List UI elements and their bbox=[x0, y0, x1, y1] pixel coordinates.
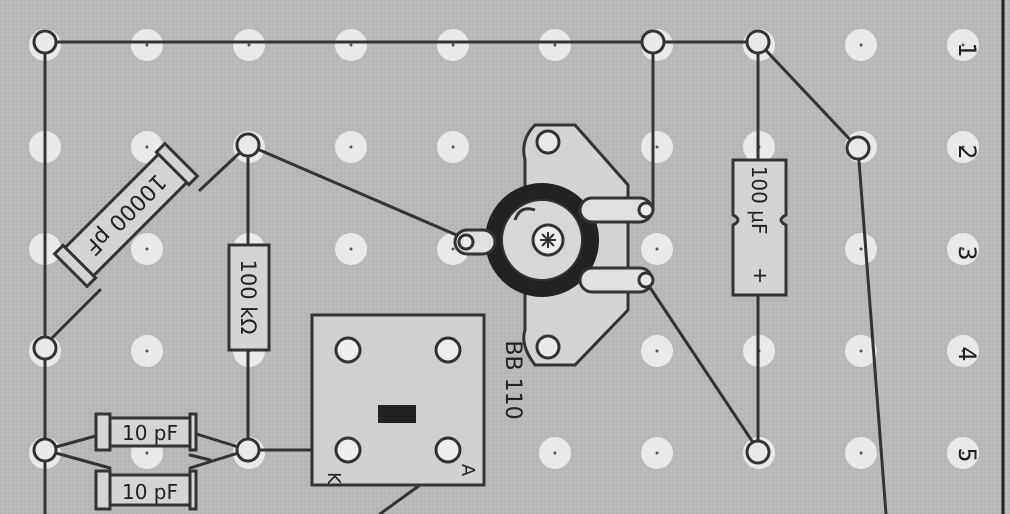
capacitor-10pf-top: 10 pF bbox=[94, 412, 198, 452]
wire-right-down bbox=[856, 146, 888, 514]
hole-center-dot bbox=[859, 247, 863, 251]
pin-a-label: A bbox=[457, 464, 478, 477]
hole-center-dot bbox=[553, 451, 557, 455]
row-numbers: 1 2 3 4 5 bbox=[953, 42, 981, 462]
node bbox=[235, 437, 261, 463]
node bbox=[745, 439, 771, 465]
hole-center-dot bbox=[961, 247, 965, 251]
hole-center-dot bbox=[859, 349, 863, 353]
wire-pot-bottom bbox=[643, 278, 760, 452]
module-label: BB 110 bbox=[500, 340, 525, 419]
hole-center-dot bbox=[451, 145, 455, 149]
hole-center-dot bbox=[451, 43, 455, 47]
node bbox=[235, 132, 261, 158]
hole-center-dot bbox=[655, 247, 659, 251]
hole-center-dot bbox=[961, 145, 965, 149]
node bbox=[32, 437, 58, 463]
row-number: 1 bbox=[953, 42, 981, 57]
hole-center-dot bbox=[655, 451, 659, 455]
wire-c2-tick bbox=[188, 453, 212, 462]
hole-center-dot bbox=[961, 43, 965, 47]
hole-center-dot bbox=[145, 247, 149, 251]
potentiometer bbox=[453, 123, 655, 367]
hole-center-dot bbox=[451, 247, 455, 251]
node bbox=[640, 29, 666, 55]
pin-k-label: K bbox=[323, 472, 344, 485]
wire-module-lead bbox=[378, 483, 422, 514]
diode-module-bb110: K A bbox=[310, 313, 486, 487]
wire-cap-bottom bbox=[43, 288, 102, 347]
capacitor-10pf-bottom: 10 pF bbox=[94, 469, 198, 511]
node bbox=[845, 135, 871, 161]
hole-center-dot bbox=[655, 145, 659, 149]
hole-center-dot bbox=[655, 349, 659, 353]
row-number: 2 bbox=[953, 144, 981, 159]
hole-center-dot bbox=[859, 451, 863, 455]
hole-center-dot bbox=[349, 247, 353, 251]
hole-center-dot bbox=[247, 43, 251, 47]
solder-points bbox=[32, 29, 871, 465]
electrolytic-100uf: 100 µF + bbox=[731, 158, 788, 297]
hole-center-dot bbox=[145, 349, 149, 353]
polarity-mark: + bbox=[752, 263, 769, 287]
row-number: 4 bbox=[953, 346, 981, 361]
node bbox=[32, 29, 58, 55]
hole-center-dot bbox=[145, 43, 149, 47]
cap-small-bottom-label: 10 pF bbox=[122, 480, 178, 504]
electrolytic-label: 100 µF bbox=[747, 166, 771, 235]
hole-center-dot bbox=[145, 145, 149, 149]
resistor-label: 100 kΩ bbox=[236, 260, 260, 335]
node bbox=[745, 29, 771, 55]
hole-center-dot bbox=[145, 451, 149, 455]
hole-center-dot bbox=[349, 145, 353, 149]
cap-small-top-label: 10 pF bbox=[122, 421, 178, 445]
row-number: 5 bbox=[953, 447, 981, 462]
resistor-100k: 100 kΩ bbox=[227, 243, 271, 352]
hole-center-dot bbox=[553, 43, 557, 47]
node bbox=[32, 335, 58, 361]
hole-center-dot bbox=[349, 43, 353, 47]
hole-center-dot bbox=[961, 451, 965, 455]
row-number: 3 bbox=[953, 245, 981, 260]
wire-diag-right bbox=[756, 40, 860, 150]
wire-to-pot bbox=[246, 143, 470, 242]
hole-center-dot bbox=[859, 43, 863, 47]
hole-center-dot bbox=[961, 349, 965, 353]
